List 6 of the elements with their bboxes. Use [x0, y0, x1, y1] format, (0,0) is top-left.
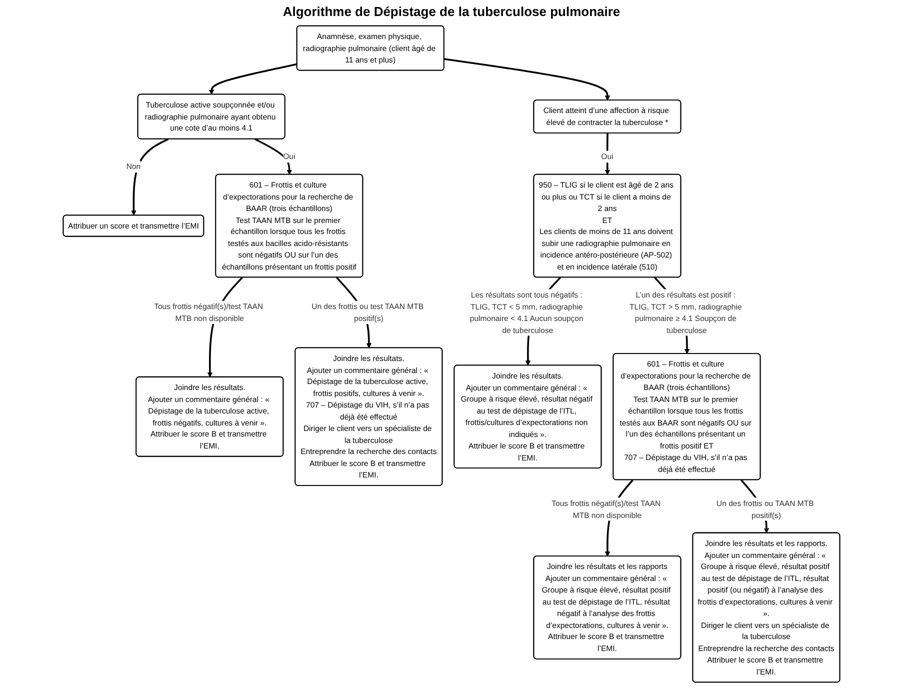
arrow	[131, 138, 169, 216]
arrow	[254, 138, 292, 175]
diagram-title: Algorithme de Dépistage de la tuberculose pulmonaire	[282, 4, 622, 19]
arrow	[604, 133, 610, 175]
arrow	[208, 63, 298, 95]
arrow	[444, 58, 610, 101]
